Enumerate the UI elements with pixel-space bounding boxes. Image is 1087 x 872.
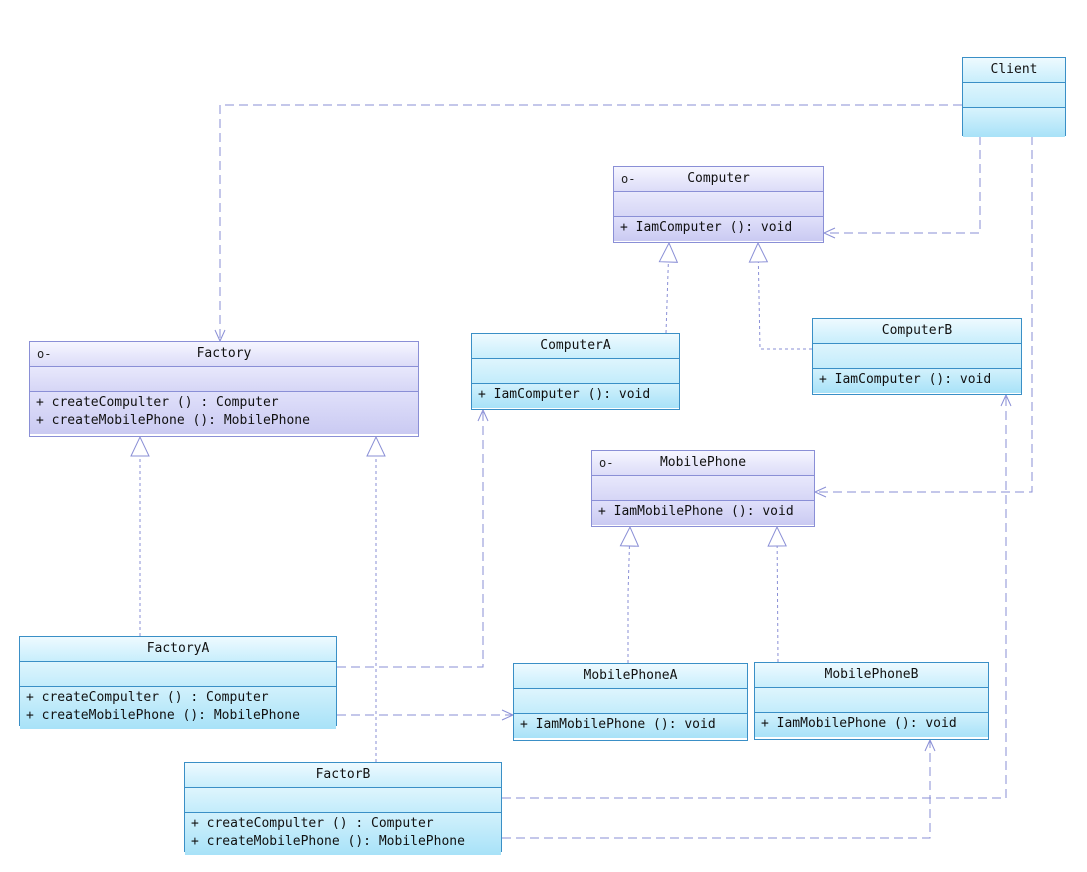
interface-header: o- MobilePhone [592, 451, 814, 476]
class-name: ComputerA [472, 334, 679, 359]
class-mobile-phone-a[interactable]: MobilePhoneA + IamMobilePhone (): void [513, 663, 748, 741]
dep-factorb-computerb [502, 393, 1012, 799]
real-mobilephonea-mobilephone [619, 525, 640, 663]
interface-lollipop-icon: o- [599, 456, 614, 470]
operations-compartment [963, 108, 1065, 137]
operations-compartment: + createCompulter () : Computer + create… [20, 687, 336, 729]
operation: + createMobilePhone (): MobilePhone [26, 708, 300, 723]
attributes-compartment [20, 662, 336, 687]
operation: + IamMobilePhone (): void [761, 716, 957, 731]
operation: + IamMobilePhone (): void [598, 504, 794, 519]
operation: + createCompulter () : Computer [26, 690, 269, 705]
class-name: ComputerB [813, 319, 1021, 344]
operations-compartment: + IamComputer (): void [614, 217, 823, 241]
operation: + IamComputer (): void [478, 387, 651, 402]
class-name: Computer [687, 171, 750, 186]
class-client[interactable]: Client [962, 57, 1066, 137]
operation: + createCompulter () : Computer [191, 816, 434, 831]
class-name: Client [963, 58, 1065, 83]
class-computer-a[interactable]: ComputerA + IamComputer (): void [471, 333, 680, 410]
real-computera-computer [658, 241, 679, 334]
operations-compartment: + IamComputer (): void [472, 384, 679, 408]
real-mobilephoneb-mobilephone [767, 525, 787, 663]
operation: + IamMobilePhone (): void [520, 717, 716, 732]
attributes-compartment [185, 788, 501, 813]
class-computer-b[interactable]: ComputerB + IamComputer (): void [812, 318, 1022, 395]
real-computerb-computer [748, 241, 812, 350]
class-name: Factory [196, 346, 252, 361]
operations-compartment: + IamComputer (): void [813, 369, 1021, 393]
interface-lollipop-icon: o- [37, 347, 52, 361]
class-name: FactorB [185, 763, 501, 788]
class-name: MobilePhoneB [755, 663, 988, 688]
class-factor-b[interactable]: FactorB + createCompulter () : Computer … [184, 762, 502, 855]
dep-client-mobilephone [813, 136, 1033, 498]
attributes-compartment [614, 192, 823, 217]
operation: + createCompulter () : Computer [36, 395, 279, 410]
class-name: MobilePhoneA [514, 664, 747, 689]
operations-compartment: + IamMobilePhone (): void [592, 501, 814, 525]
operation: + IamComputer (): void [819, 372, 992, 387]
dep-client-factory [214, 104, 962, 343]
interface-lollipop-icon: o- [621, 172, 636, 186]
attributes-compartment [30, 367, 418, 392]
attributes-compartment [963, 83, 1065, 108]
interface-mobile-phone[interactable]: o- MobilePhone + IamMobilePhone (): void [591, 450, 815, 527]
attributes-compartment [472, 359, 679, 384]
interface-header: o- Computer [614, 167, 823, 192]
attributes-compartment [514, 689, 747, 714]
operations-compartment: + createCompulter () : Computer + create… [185, 813, 501, 855]
interface-header: o- Factory [30, 342, 418, 367]
dep-client-computer [822, 136, 981, 239]
operations-compartment: + IamMobilePhone (): void [755, 713, 988, 737]
operations-compartment: + createCompulter () : Computer + create… [30, 392, 418, 434]
operation: + createMobilePhone (): MobilePhone [36, 413, 310, 428]
operation: + createMobilePhone (): MobilePhone [191, 834, 465, 849]
dep-factorb-mobilephoneb [502, 738, 936, 839]
attributes-compartment [755, 688, 988, 713]
attributes-compartment [813, 344, 1021, 369]
operations-compartment: + IamMobilePhone (): void [514, 714, 747, 738]
dep-factorya-computera [337, 408, 489, 668]
class-mobile-phone-b[interactable]: MobilePhoneB + IamMobilePhone (): void [754, 662, 989, 740]
class-name: MobilePhone [659, 455, 747, 470]
class-name: FactoryA [20, 637, 336, 662]
operation: + IamComputer (): void [620, 220, 793, 235]
attributes-compartment [592, 476, 814, 501]
class-factory-a[interactable]: FactoryA + createCompulter () : Computer… [19, 636, 337, 729]
interface-computer[interactable]: o- Computer + IamComputer (): void [613, 166, 824, 243]
interface-factory[interactable]: o- Factory + createCompulter () : Comput… [29, 341, 419, 437]
